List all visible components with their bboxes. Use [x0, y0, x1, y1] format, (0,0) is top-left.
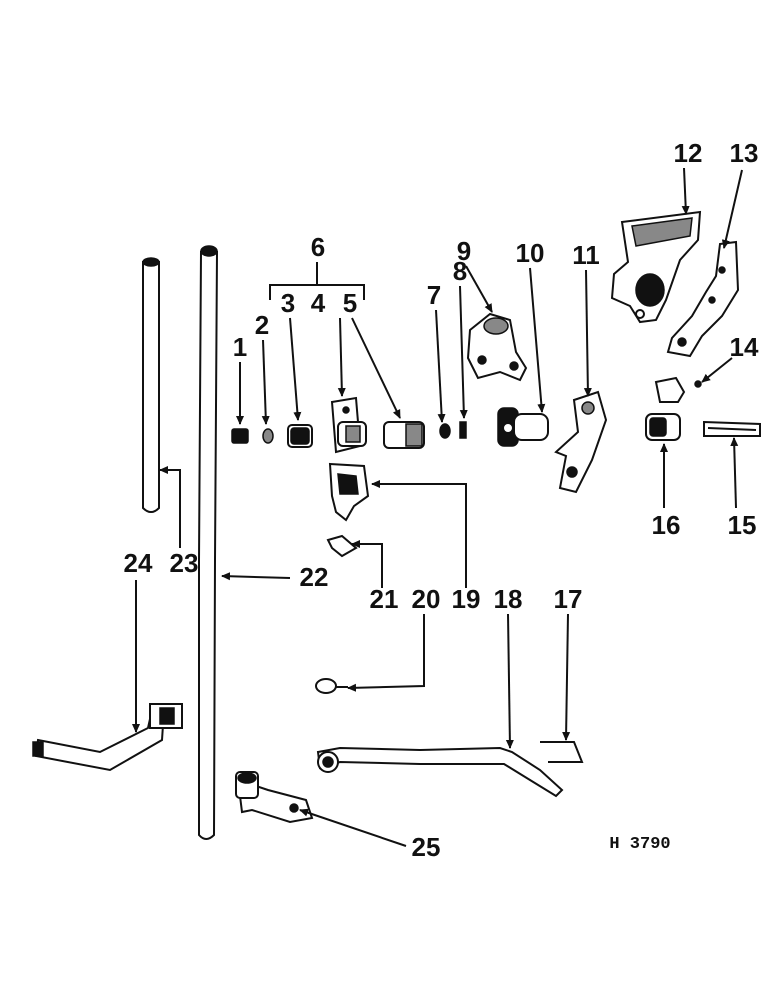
part-7-washer — [439, 423, 451, 439]
callout-13: 13 — [730, 138, 759, 168]
callout-17: 17 — [554, 584, 583, 614]
callout-21: 21 — [370, 584, 399, 614]
part-18-long-lever — [316, 746, 564, 798]
callout-5: 5 — [343, 288, 357, 318]
part-14-knob — [654, 376, 702, 403]
callout-14: 14 — [730, 332, 759, 362]
drawing-code: H 3790 — [609, 835, 670, 854]
part-11-shift-fork — [554, 390, 608, 494]
callout-8: 8 — [453, 256, 467, 286]
part-10-gear-shaft — [497, 407, 549, 447]
part-25-lever-arm — [235, 771, 314, 824]
callout-4: 4 — [311, 288, 326, 318]
callout-24: 24 — [124, 548, 153, 578]
part-5-threaded-sleeve — [383, 421, 425, 449]
callout-3: 3 — [281, 288, 295, 318]
callout-2: 2 — [255, 310, 269, 340]
callout-10: 10 — [516, 238, 545, 268]
callout-11: 11 — [572, 240, 600, 270]
callout-12: 12 — [674, 138, 703, 168]
part-13-bracket-plate — [666, 240, 740, 358]
callout-9: 9 — [457, 236, 471, 266]
part-9-housing — [466, 312, 528, 382]
part-24-bent-lever — [32, 703, 183, 772]
callout-labels: 1 2 3 4 5 6 7 8 9 10 11 12 13 14 15 16 1… — [124, 138, 759, 862]
callout-25: 25 — [412, 832, 441, 862]
callout-20: 20 — [412, 584, 441, 614]
part-1-nut — [231, 428, 249, 444]
callout-16: 16 — [652, 510, 681, 540]
callout-15: 15 — [728, 510, 757, 540]
part-2-washer — [262, 428, 274, 444]
part-19-bracket — [328, 462, 370, 522]
part-20-eye-bolt — [315, 678, 348, 694]
callout-19: 19 — [452, 584, 481, 614]
part-12-gauge — [610, 210, 702, 324]
part-17-u-bolt — [540, 741, 584, 763]
callout-18: 18 — [494, 584, 523, 614]
part-3-bushing — [287, 424, 313, 448]
callout-6: 6 — [311, 232, 325, 262]
part-22-long-rod — [198, 245, 219, 840]
part-21-clip — [326, 534, 358, 558]
part-16-plug — [645, 413, 681, 441]
callout-1: 1 — [233, 332, 247, 362]
part-4-bracket — [330, 396, 367, 454]
part-15-pin — [703, 420, 761, 437]
callout-22: 22 — [300, 562, 329, 592]
callout-7: 7 — [427, 280, 441, 310]
leader-lines — [132, 167, 743, 847]
part-23-short-tube — [142, 257, 160, 513]
part-8-pin — [459, 421, 467, 439]
callout-23: 23 — [170, 548, 199, 578]
